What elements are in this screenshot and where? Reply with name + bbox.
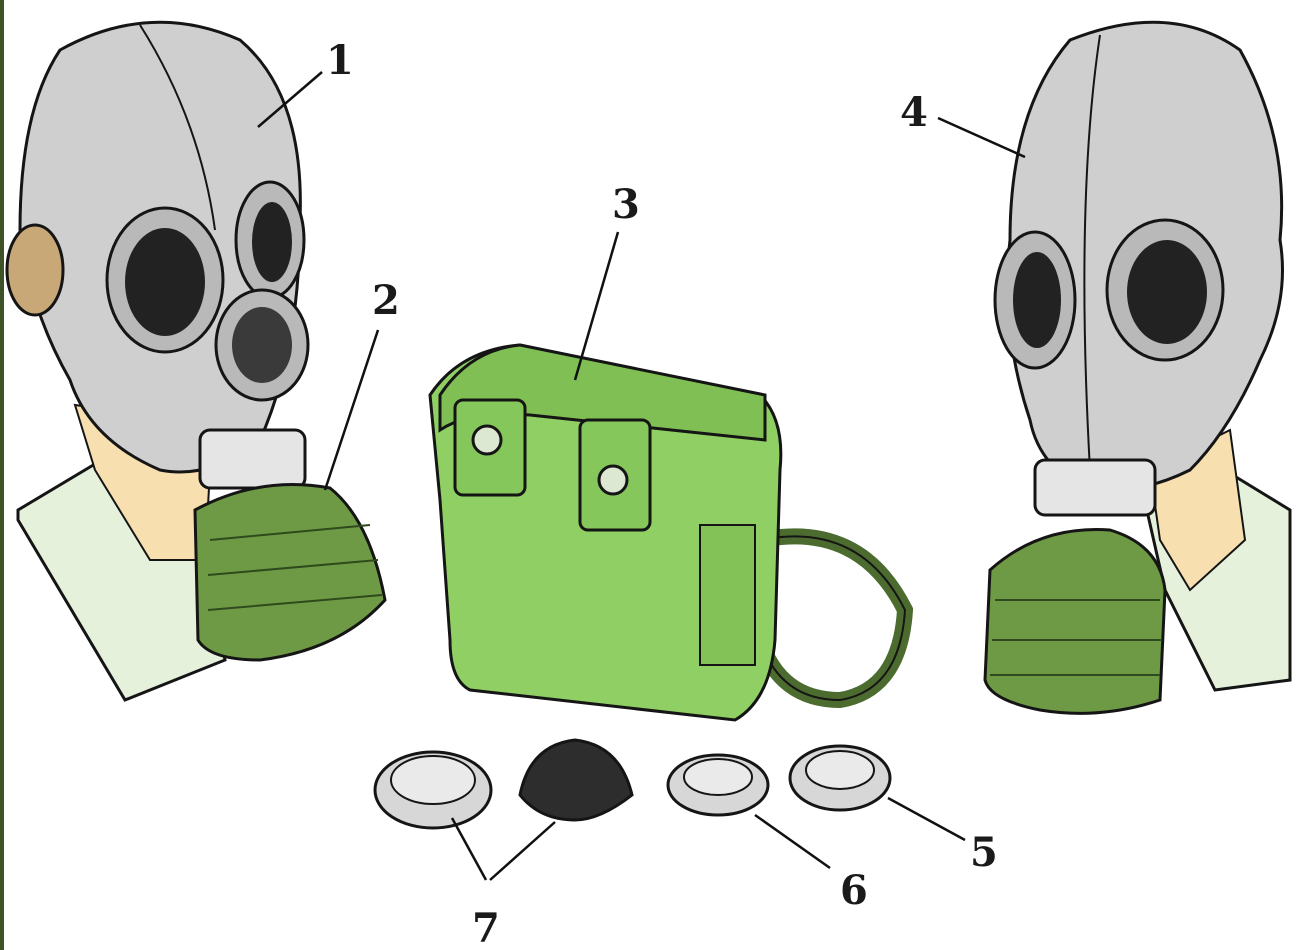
leader-6 bbox=[755, 815, 830, 868]
insert-box-1-lid bbox=[391, 756, 475, 804]
leader-5 bbox=[888, 798, 965, 840]
leader-2 bbox=[325, 330, 378, 490]
ear-left bbox=[7, 225, 63, 315]
thread-neck-right bbox=[1035, 460, 1155, 515]
thread-neck-left bbox=[200, 430, 305, 488]
mask-front-figure bbox=[985, 22, 1290, 713]
callout-6: 6 bbox=[840, 867, 868, 914]
insert-box-4-lid bbox=[806, 751, 874, 789]
insert-box-3-lid bbox=[684, 759, 752, 795]
carrying-bag-figure bbox=[430, 345, 905, 720]
filter-canister-left bbox=[195, 484, 385, 660]
insert-box-2 bbox=[520, 740, 632, 820]
eyepiece-lens-3 bbox=[1013, 252, 1061, 348]
callout-3: 3 bbox=[612, 181, 640, 228]
eyepiece-lens-4 bbox=[1127, 240, 1207, 344]
leader-3 bbox=[575, 232, 618, 380]
leader-4 bbox=[938, 118, 1025, 157]
left-border bbox=[0, 0, 4, 950]
leader-7b bbox=[490, 822, 555, 880]
leader-7a bbox=[452, 818, 486, 880]
callout-4: 4 bbox=[900, 89, 928, 136]
callout-5: 5 bbox=[970, 829, 998, 876]
callout-2: 2 bbox=[372, 277, 400, 324]
inserts-group bbox=[375, 740, 890, 828]
valve-inner-left bbox=[232, 307, 292, 383]
eyepiece-lens-1 bbox=[125, 228, 205, 336]
filter-canister-right bbox=[985, 530, 1165, 714]
callout-1: 1 bbox=[326, 37, 354, 84]
bag-button-1 bbox=[473, 426, 501, 454]
mask-side-figure bbox=[7, 22, 385, 700]
bag-button-2 bbox=[599, 466, 627, 494]
bag-side-pocket bbox=[700, 525, 755, 665]
callout-7: 7 bbox=[472, 905, 500, 950]
eyepiece-lens-2 bbox=[252, 202, 292, 282]
